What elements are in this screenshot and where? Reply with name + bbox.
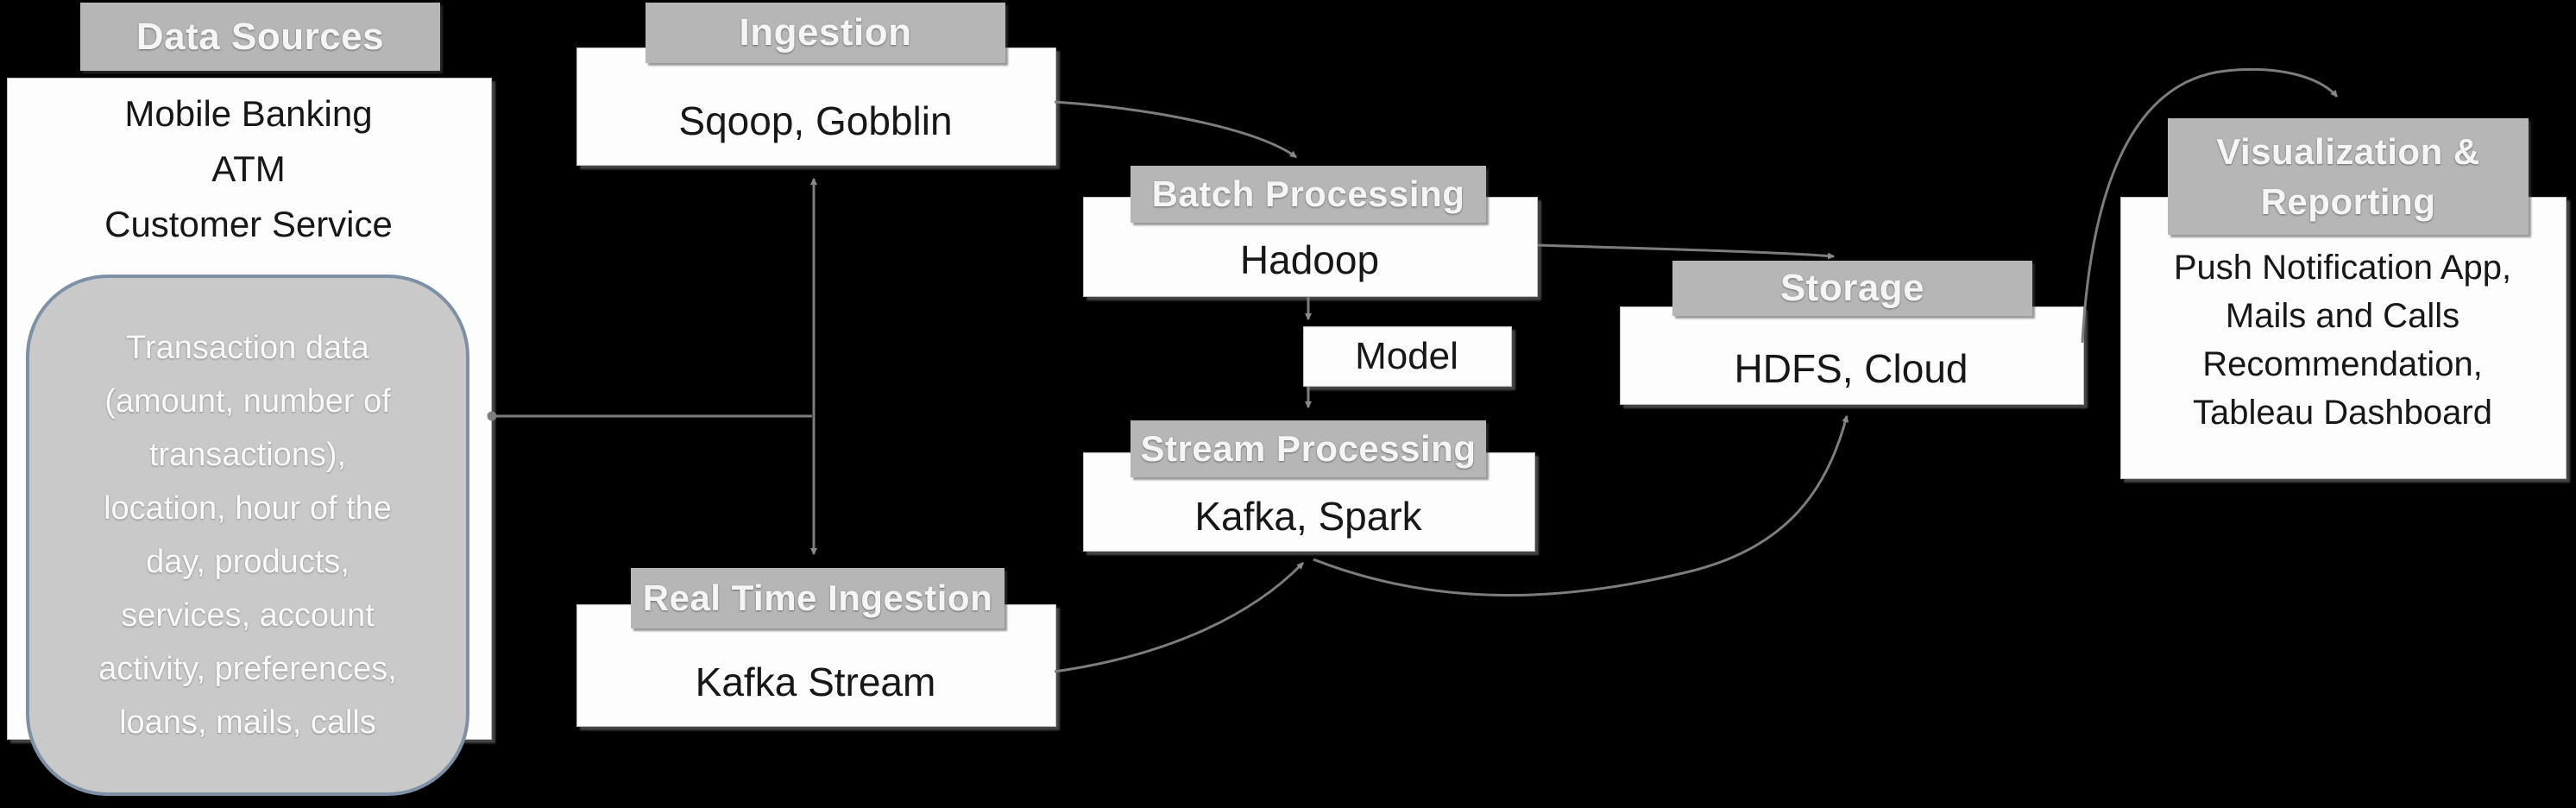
data-sources-label: Data Sources <box>80 3 440 71</box>
batch-processing-tools: Hadoop <box>1239 237 1380 282</box>
connector-ingestion-to-batch <box>1054 100 1297 159</box>
visualization-label: Visualization & Reporting <box>2168 118 2529 235</box>
ingestion-tools: Sqoop, Gobblin <box>678 98 953 143</box>
note-line: location, hour of the <box>104 490 392 527</box>
storage-box <box>1620 306 2084 405</box>
real-time-ingestion-tools: Kafka Stream <box>695 660 936 704</box>
visualization-outputs: Push Notification App, Mails and Calls R… <box>2120 243 2565 437</box>
storage-tools: HDFS, Cloud <box>1734 346 1968 391</box>
data-source-item: ATM <box>211 148 286 189</box>
visualization-label-line: Reporting <box>2260 180 2436 222</box>
model-text: Model <box>1355 335 1458 377</box>
stream-processing-tools: Kafka, Spark <box>1194 494 1422 539</box>
note-line: day, products, <box>146 544 350 580</box>
real-time-ingestion-label: Real Time Ingestion <box>631 568 1005 628</box>
ingestion-box <box>576 47 1056 166</box>
note-line: services, account <box>121 597 375 634</box>
stream-processing-label: Stream Processing <box>1131 420 1486 477</box>
visualization-output-line: Push Notification App, <box>2173 249 2512 287</box>
data-sources-items: Mobile Banking ATM Customer Service <box>7 86 490 252</box>
batch-processing-label: Batch Processing <box>1131 166 1486 223</box>
data-source-item: Mobile Banking <box>124 93 373 134</box>
data-source-item: Customer Service <box>104 204 393 244</box>
note-line: loans, mails, calls <box>119 704 376 741</box>
visualization-output-line: Tableau Dashboard <box>2193 394 2492 432</box>
note-line: activity, preferences, <box>98 651 397 687</box>
visualization-label-line: Visualization & <box>2216 130 2480 172</box>
note-line: transactions), <box>148 437 347 473</box>
note-line: Transaction data <box>126 330 369 366</box>
visualization-output-line: Mails and Calls <box>2225 297 2460 335</box>
note-line: (amount, number of <box>104 383 391 420</box>
transaction-data-note: Transaction data (amount, number of tran… <box>26 275 469 796</box>
connector-kafkastream-to-stream <box>1054 561 1305 673</box>
storage-label: Storage <box>1672 261 2032 316</box>
connector-batch-to-storage <box>1537 243 1835 260</box>
model-box <box>1303 326 1512 387</box>
ingestion-label: Ingestion <box>646 3 1005 63</box>
visualization-output-line: Recommendation, <box>2202 345 2483 383</box>
